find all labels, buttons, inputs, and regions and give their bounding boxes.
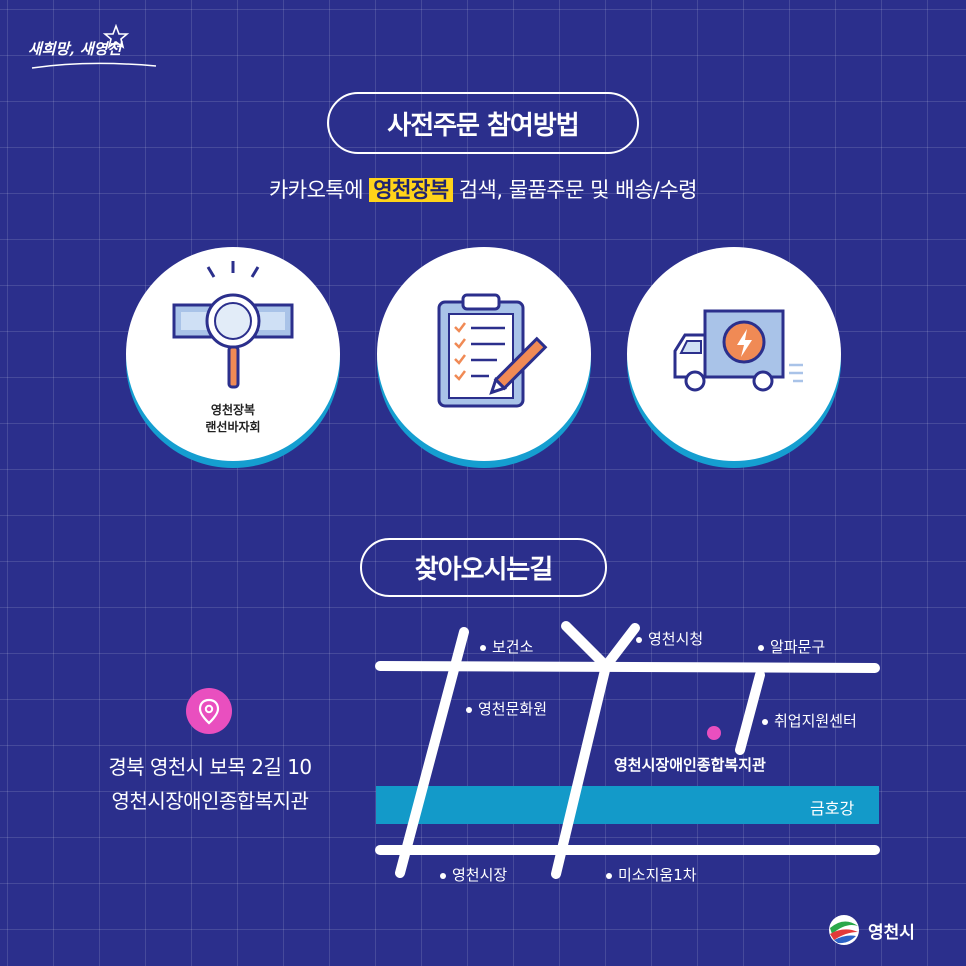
map-label-market: 영천시장 [440,864,507,885]
brand-slogan-logo: 새희망, 새영천 [28,24,158,74]
city-emblem-icon [829,915,859,945]
map-roads [375,621,880,879]
city-logo: 영천시 [824,912,944,948]
city-logo-text: 영천시 [868,923,915,943]
star-icon [31,24,157,69]
map-label-miso: 미소지움1차 [606,864,697,885]
search-magnifier-icon [172,261,294,389]
delivery-truck-icon [673,309,803,392]
directions-map: 보건소 영천시청 알파문구 영천문화원 취업지원센터 영천시장 미소지움1차 영… [370,618,885,898]
map-label-health-center: 보건소 [480,636,533,657]
step-order-circle [377,247,591,461]
location-pin-icon [186,688,232,734]
step-search-circle: 영천장복 랜선바자회 [126,247,340,461]
map-label-culture-center: 영천문화원 [466,698,547,719]
map-label-city-hall: 영천시청 [636,628,703,649]
address-line-1: 경북 영천시 보목 2길 10 [108,755,312,779]
brand-slogan: 새희망, 새영천 [28,40,122,58]
map-label-alpha: 알파문구 [758,636,825,657]
address-block: 경북 영천시 보목 2길 10 영천시장애인종합복지관 [70,750,350,818]
step-delivery-circle [627,247,841,461]
map-target-label: 영천시장애인종합복지관 [614,756,766,774]
target-location-marker [707,726,721,740]
map-river-label: 금호강 [810,799,855,818]
directions-section-title: 찾아오시는길 [360,538,607,597]
river-band [376,786,879,824]
clipboard-checklist-icon [437,293,548,408]
subtitle-post: 검색, 물품주문 및 배송/수령 [452,178,698,202]
subtitle-pre: 카카오톡에 [268,178,370,202]
map-label-job-center: 취업지원센터 [762,710,857,731]
step-search-caption-1: 영천장복 [210,403,256,417]
address-line-2: 영천시장애인종합복지관 [111,789,309,813]
step-search-caption-2: 랜선바자회 [205,420,261,434]
order-subtitle: 카카오톡에 영천장복 검색, 물품주문 및 배송/수령 [0,174,966,204]
subtitle-highlight: 영천장복 [369,178,453,202]
order-section-title: 사전주문 참여방법 [327,92,639,154]
